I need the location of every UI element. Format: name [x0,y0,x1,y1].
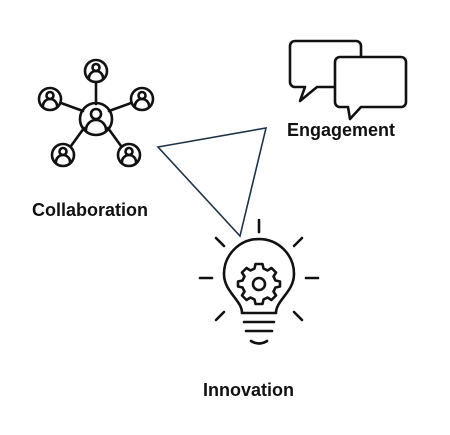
innovation-label: Innovation [203,380,294,400]
connector-triangle [156,127,268,238]
engagement-label: Engagement [287,120,396,140]
network-people-icon [37,58,155,168]
lightbulb-gear-icon [198,218,320,345]
collaboration-label: Collaboration [32,200,148,220]
chat-bubbles-icon [288,39,408,121]
